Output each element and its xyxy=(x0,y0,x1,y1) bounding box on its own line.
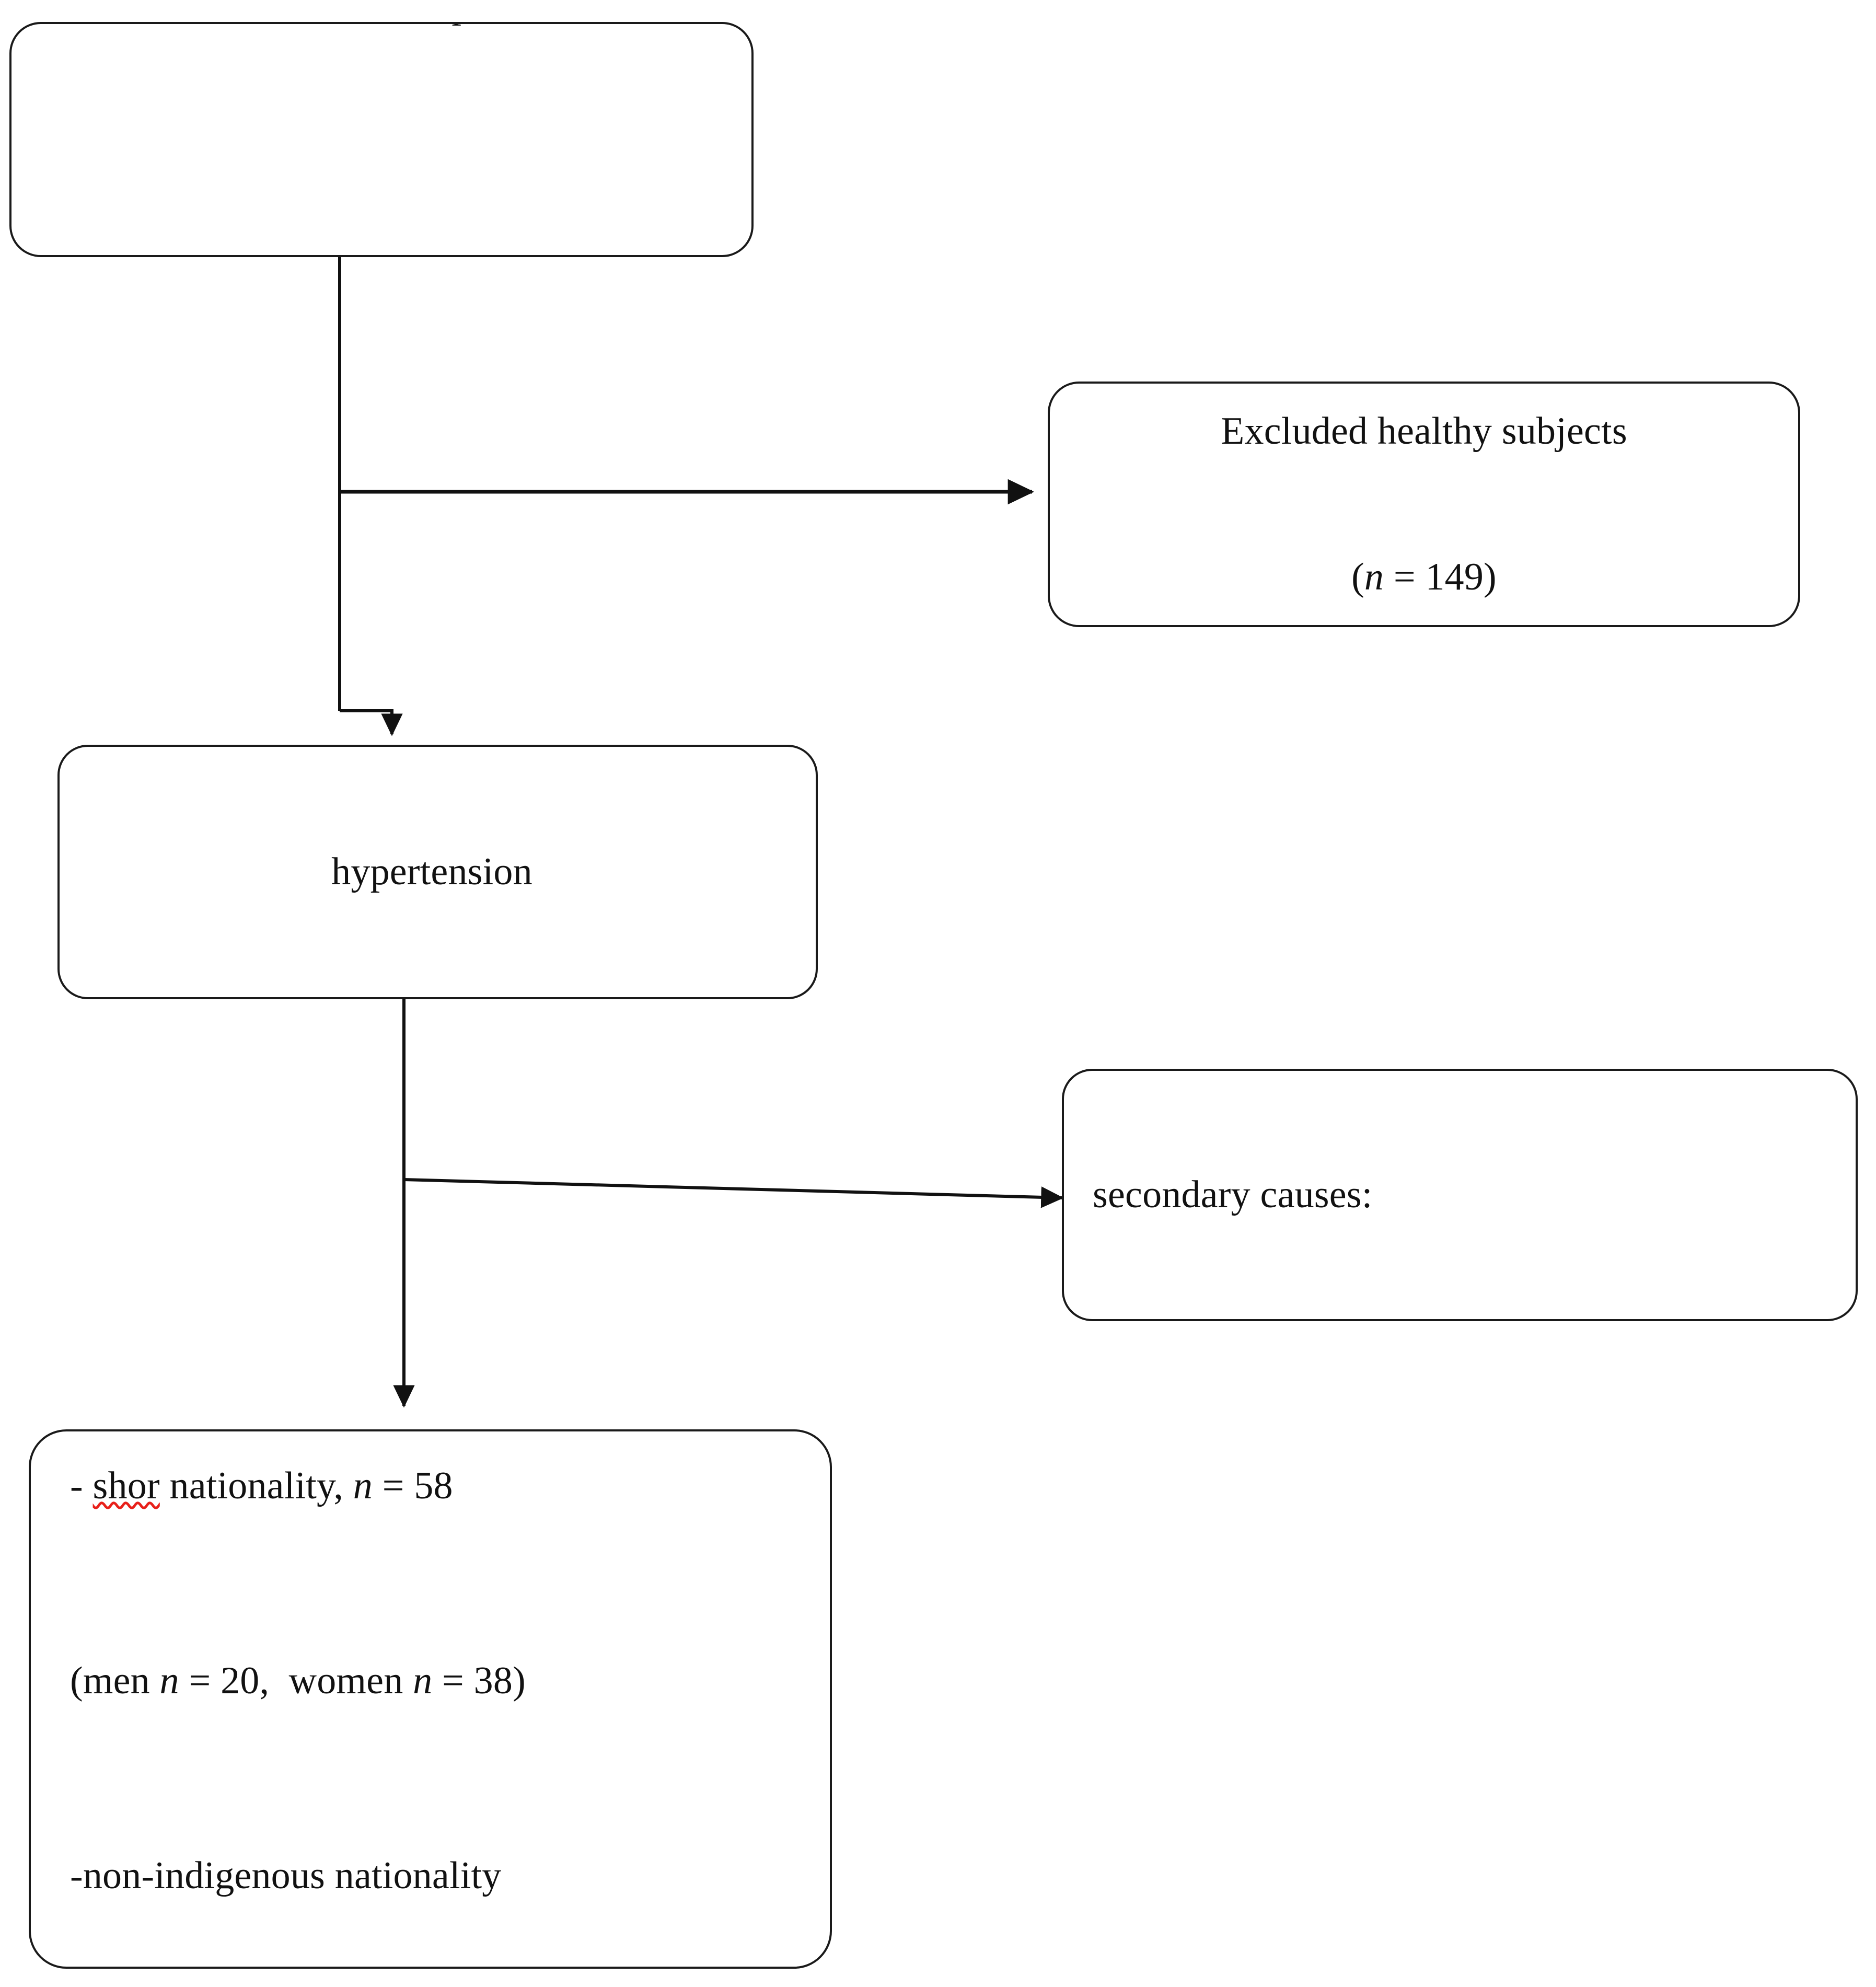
analysis-line-shor-sex: (men n = 20, women n = 38) xyxy=(70,1657,809,1705)
hypertension-line-1: Patients with a history of xyxy=(60,747,804,750)
enrolled-patients-box[interactable]: 270 consecutive patients meeting xyxy=(9,22,754,257)
excluded-healthy-subjects-box[interactable]: Excluded healthy subjects (n = 149) xyxy=(1048,382,1800,627)
men-label: (men xyxy=(70,1659,160,1702)
coronary-label: - coronary heart disease ( xyxy=(1093,1320,1486,1321)
n-symbol: n xyxy=(372,997,391,999)
excluded-healthy-line-1: Excluded healthy subjects xyxy=(1221,409,1627,453)
excluded-healthy-line-2: (n = 149) xyxy=(1050,553,1798,602)
included-in-analysis-text: 108 patients including into the analysis… xyxy=(31,1431,830,1967)
paren-open: ( xyxy=(360,997,373,999)
analysis-line-shor: - shor nationality, n = 58 xyxy=(70,1462,809,1510)
hypertension-history-box[interactable]: Patients with a history of hypertension … xyxy=(57,745,818,999)
excluded-secondary-line-1: Excluded patients due to xyxy=(1093,1071,1841,1073)
paren-open: ( xyxy=(1351,556,1364,599)
n-symbol: n xyxy=(1364,556,1384,599)
analysis-line-nonindigenous: -non-indigenous nationality xyxy=(70,1854,502,1897)
hypertension-count: = 121) xyxy=(392,997,505,999)
hypertension-history-text: Patients with a history of hypertension … xyxy=(60,747,816,999)
hypertension-line-2: hypertension xyxy=(331,850,532,893)
enrolled-line-2: meeting xyxy=(11,249,751,255)
edge-enrolled-to-hypertension xyxy=(338,256,403,736)
women-count: = 38) xyxy=(432,1659,526,1702)
enrolled-patients-text: 270 consecutive patients meeting xyxy=(11,24,751,255)
hypertension-line-3: (n = 121) xyxy=(60,994,804,999)
n-symbol-2: n xyxy=(413,1659,433,1702)
excluded-secondary-text: Excluded patients due to secondary cause… xyxy=(1064,1071,1856,1321)
enrolled-line-1: 270 consecutive patients xyxy=(11,24,751,30)
included-in-analysis-box[interactable]: 108 patients including into the analysis… xyxy=(29,1429,832,1969)
n-symbol: n xyxy=(159,1659,179,1702)
n-symbol: n xyxy=(1486,1320,1506,1321)
excluded-healthy-text: Excluded healthy subjects (n = 149) xyxy=(1050,384,1798,625)
n-symbol: n xyxy=(353,1464,373,1507)
misspelled-word: shor xyxy=(92,1464,160,1507)
excluded-secondary-line-2: secondary causes: xyxy=(1093,1173,1373,1216)
shor-label: nationality, xyxy=(159,1464,353,1507)
edge-hypertension-to-excluded-secondary xyxy=(403,1178,1064,1208)
men-count: = 20, women xyxy=(179,1659,413,1702)
shor-count: = 58 xyxy=(372,1464,453,1507)
excluded-healthy-count: = 149) xyxy=(1384,556,1497,599)
bullet-dash: - xyxy=(70,1464,93,1507)
excluded-secondary-causes-box[interactable]: Excluded patients due to secondary cause… xyxy=(1062,1069,1858,1321)
coronary-count: = 13) xyxy=(1506,1320,1599,1321)
excluded-secondary-line-3: - coronary heart disease (n = 13) xyxy=(1093,1317,1841,1321)
